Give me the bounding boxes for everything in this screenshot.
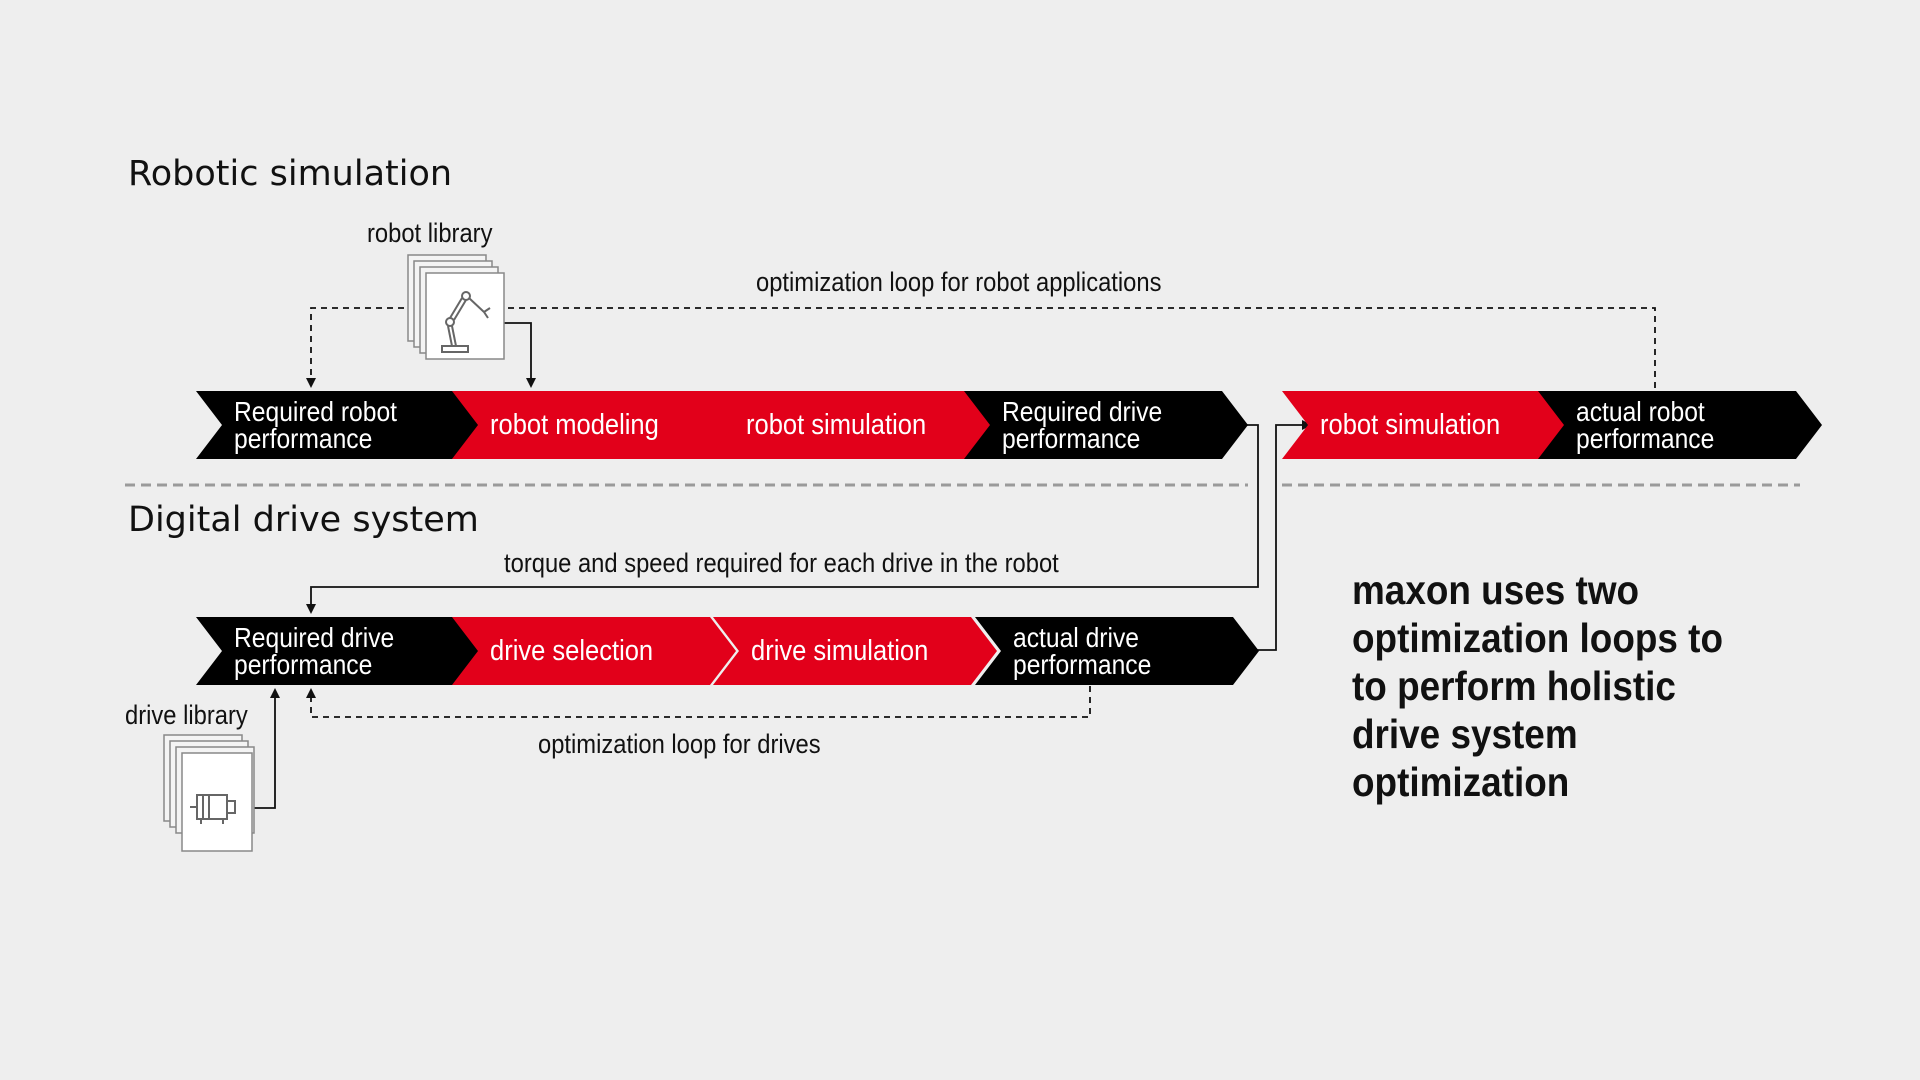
robot_row-chevron-label-1: robot modeling	[490, 408, 659, 441]
drive_row-chevron-2	[713, 617, 997, 685]
drive-library-icon	[163, 734, 255, 852]
robot-library-icon	[407, 254, 505, 360]
drive_row-chevron-0	[196, 617, 480, 685]
robot-library-label: robot library	[367, 218, 493, 248]
robot_row-chevron-5	[1538, 391, 1822, 459]
drive_row-chevron-1	[452, 617, 736, 685]
robot_row-chevron-3	[964, 391, 1248, 459]
robot_row-chevron-4	[1282, 391, 1566, 459]
robot_row-chevron-2	[708, 391, 992, 459]
drive-optimization-loop-line	[306, 686, 1091, 718]
digital-drive-system-heading: Digital drive system	[128, 500, 479, 540]
robot_row-chevron-label-2: robot simulation	[746, 408, 927, 441]
drive-library-label: drive library	[125, 700, 248, 730]
robot_row-chevron-1	[452, 391, 736, 459]
drive_row-chevron-label-0: Required drive performance	[234, 622, 395, 680]
drive-library-connector	[252, 688, 280, 809]
robot_row-chevron-label-5: actual robot performance	[1576, 396, 1715, 454]
drive_row-chevron-label-2: drive simulation	[751, 634, 929, 667]
robot_row-chevron-label-0: Required robot performance	[234, 396, 398, 454]
drive_row-chevron-label-1: drive selection	[490, 634, 654, 667]
robot-process-row	[196, 391, 1822, 459]
drive-optimization-loop-label: optimization loop for drives	[538, 729, 821, 759]
summary-text: maxon uses two optimization loops to to …	[1352, 567, 1724, 805]
robot_row-chevron-label-4: robot simulation	[1320, 408, 1501, 441]
robot-optimization-loop-label: optimization loop for robot applications	[756, 267, 1162, 297]
robot_row-chevron-label-3: Required drive performance	[1002, 396, 1163, 454]
robotic-simulation-heading: Robotic simulation	[128, 154, 453, 194]
drive-process-row	[196, 617, 1259, 685]
robot-library-connector	[495, 322, 536, 388]
robot_row-chevron-0	[196, 391, 480, 459]
robot-optimization-loop-line	[306, 307, 1656, 388]
drive_row-chevron-label-3: actual drive performance	[1013, 622, 1152, 680]
drive_row-chevron-3	[975, 617, 1259, 685]
torque-speed-label: torque and speed required for each drive…	[504, 548, 1059, 578]
